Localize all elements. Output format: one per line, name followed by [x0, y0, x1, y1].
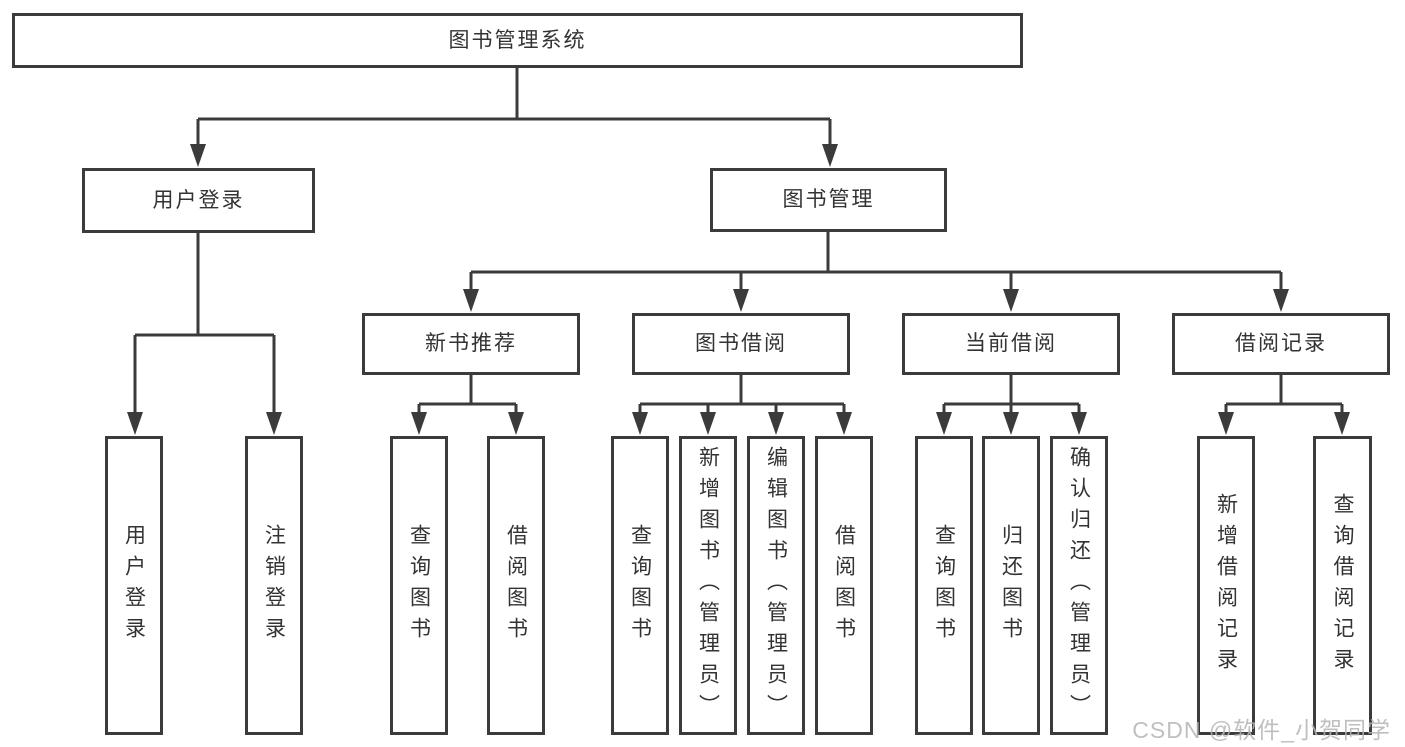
- node-root: 图书管理系统: [12, 13, 1023, 68]
- arrow-icon: [463, 289, 479, 312]
- node-user-login-label: 用户登录: [152, 188, 245, 212]
- leaf-add-borrow-record: 新增借阅记录: [1197, 436, 1255, 735]
- leaf-borrow-books-borrowing-label: 借阅图书: [832, 523, 856, 648]
- connector-bookborrow-to-leaves: [638, 375, 846, 416]
- node-book-management-label: 图书管理: [782, 188, 875, 212]
- leaf-edit-book-admin-label: 编辑图书（管理员）: [764, 446, 788, 725]
- leaf-logout-label: 注销登录: [262, 523, 286, 648]
- leaf-query-books-borrowing: 查询图书: [611, 436, 669, 735]
- connector-userlogin-to-leaves: [133, 233, 276, 416]
- arrow-icon: [1218, 412, 1234, 435]
- leaf-borrow-books-recommend-label: 借阅图书: [504, 523, 528, 648]
- leaf-query-borrow-record: 查询借阅记录: [1313, 436, 1372, 735]
- node-book-borrowing: 图书借阅: [632, 313, 850, 375]
- leaf-add-borrow-record-label: 新增借阅记录: [1214, 492, 1238, 679]
- node-book-borrowing-label: 图书借阅: [695, 332, 787, 356]
- leaf-query-books-current: 查询图书: [915, 436, 973, 735]
- arrow-icon: [411, 412, 427, 435]
- arrow-icon: [936, 412, 952, 435]
- arrow-icon: [1334, 412, 1350, 435]
- node-new-book-recommend-label: 新书推荐: [425, 332, 517, 356]
- leaf-confirm-return-admin: 确认归还（管理员）: [1050, 436, 1108, 735]
- node-root-label: 图书管理系统: [448, 28, 587, 52]
- connector-root-to-level1: [196, 68, 832, 148]
- node-borrowing-records: 借阅记录: [1172, 313, 1390, 375]
- arrow-icon: [266, 412, 282, 435]
- arrow-icon: [822, 144, 838, 167]
- leaf-user-login: 用户登录: [105, 436, 163, 735]
- connector-borrowrecords-to-leaves: [1224, 375, 1344, 416]
- leaf-query-books-recommend-label: 查询图书: [407, 523, 431, 648]
- arrow-icon: [127, 412, 143, 435]
- node-current-borrowing: 当前借阅: [902, 313, 1120, 375]
- node-current-borrowing-label: 当前借阅: [965, 332, 1057, 356]
- leaf-return-books: 归还图书: [982, 436, 1040, 735]
- connector-bookmgmt-to-level2: [469, 232, 1283, 293]
- arrow-icon: [508, 412, 524, 435]
- node-new-book-recommend: 新书推荐: [362, 313, 580, 375]
- leaf-add-book-admin-label: 新增图书（管理员）: [696, 446, 720, 725]
- arrow-icon: [700, 412, 716, 435]
- leaf-query-books-recommend: 查询图书: [390, 436, 448, 735]
- arrow-icon: [190, 144, 206, 167]
- arrow-icon: [836, 412, 852, 435]
- watermark: CSDN @软件_小贺同学: [1132, 717, 1391, 743]
- leaf-query-books-borrowing-label: 查询图书: [628, 523, 652, 648]
- arrow-icon: [1273, 289, 1289, 312]
- leaf-logout: 注销登录: [245, 436, 303, 735]
- leaf-edit-book-admin: 编辑图书（管理员）: [747, 436, 805, 735]
- node-borrowing-records-label: 借阅记录: [1235, 332, 1327, 356]
- leaf-return-books-label: 归还图书: [999, 523, 1023, 648]
- leaf-user-login-label: 用户登录: [122, 523, 146, 648]
- arrow-icon: [1071, 412, 1087, 435]
- node-book-management: 图书管理: [710, 168, 947, 232]
- leaf-borrow-books-recommend: 借阅图书: [487, 436, 545, 735]
- connector-currentborrow-to-leaves: [942, 375, 1081, 416]
- node-user-login: 用户登录: [82, 168, 315, 233]
- leaf-add-book-admin: 新增图书（管理员）: [679, 436, 737, 735]
- arrow-icon: [733, 289, 749, 312]
- leaf-query-borrow-record-label: 查询借阅记录: [1331, 492, 1354, 679]
- arrow-icon: [1003, 289, 1019, 312]
- leaf-query-books-current-label: 查询图书: [932, 523, 956, 648]
- arrow-icon: [632, 412, 648, 435]
- arrow-icon: [768, 412, 784, 435]
- connector-newbookrec-to-leaves: [417, 375, 518, 416]
- arrow-icon: [1003, 412, 1019, 435]
- leaf-borrow-books-borrowing: 借阅图书: [815, 436, 873, 735]
- leaf-confirm-return-admin-label: 确认归还（管理员）: [1067, 446, 1091, 725]
